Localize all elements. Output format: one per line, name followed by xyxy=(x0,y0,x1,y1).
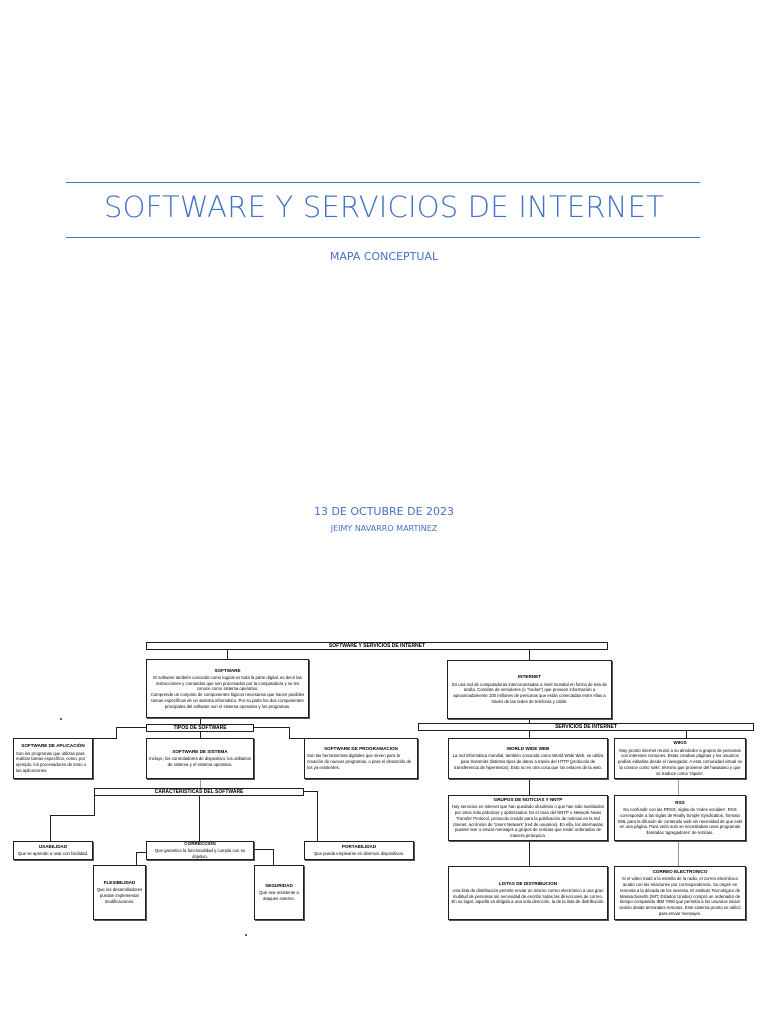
connector-line xyxy=(273,849,275,865)
connector-line xyxy=(136,852,146,854)
node-title: USABILIDAD xyxy=(38,844,68,849)
stray-mark xyxy=(245,934,247,936)
tipos-label: TIPOS DE SOFTWARE xyxy=(173,725,227,731)
connector-line xyxy=(50,815,95,817)
node-title: SOFTWARE DE PROGRAMACION xyxy=(324,746,398,752)
connector-line xyxy=(200,779,202,788)
node-title: GRUPOS DE NOTICIAS Y NNTP xyxy=(493,797,563,803)
connector-line xyxy=(529,841,531,866)
node-text: Si el video mató a la estrella de la rad… xyxy=(619,876,741,917)
internet-title: INTERNET xyxy=(518,674,541,680)
document-subtitle: MAPA CONCEPTUAL xyxy=(329,250,439,263)
node-title: WIKIS xyxy=(673,740,687,746)
node-title: CORRECCION xyxy=(184,841,216,847)
connector-line xyxy=(529,779,531,795)
document-date: 13 DE OCTUBRE DE 2023 xyxy=(313,505,455,518)
internet-text: Es una red de computadoras interconectad… xyxy=(452,681,607,704)
connector-line xyxy=(254,727,289,729)
grupos-noticias-node: GRUPOS DE NOTICIAS Y NNTP Hay servicios … xyxy=(448,795,608,841)
servicios-label: SERVICIOS DE INTERNET xyxy=(555,724,617,730)
node-text: La red informática mundial, también cono… xyxy=(452,753,604,770)
node-title: WORLD WIDE WEB xyxy=(506,746,550,752)
node-title: LISTAS DE DISTRIBUCION xyxy=(498,880,558,886)
caracteristicas-label: CARACTERÍSTICAS DEL SOFTWARE xyxy=(154,789,244,795)
connector-line xyxy=(678,779,680,795)
wikis-node: WIKIS Muy pronto internet reunió a su al… xyxy=(614,738,746,779)
node-text: Que sea resistente a ataques externo. xyxy=(259,890,299,902)
node-text: Que garantice la funcionalidad y cumpla … xyxy=(154,848,246,860)
node-text: Que se aprende a usar con facilidad. xyxy=(17,851,89,857)
rss-node: RSS No confundir con las RRSS, siglas de… xyxy=(614,795,746,841)
flexibilidad-node: FLEXIBILIDAD Que los desarrolladores pue… xyxy=(93,865,146,920)
node-title: RSS xyxy=(675,799,685,805)
connector-line xyxy=(116,727,118,738)
listas-distribucion-node: LISTAS DE DISTRIBUCION Una lista de dist… xyxy=(448,866,608,920)
node-text: Una lista de distribución permite enviar… xyxy=(451,887,605,905)
title-bottom-rule xyxy=(66,237,700,238)
software-text: El software también conocido como logica… xyxy=(150,674,305,709)
connector-line xyxy=(199,795,201,841)
software-node: SOFTWARE El software también conocido co… xyxy=(146,659,309,718)
node-title: SOFTWARE DE SISTEMA xyxy=(172,749,228,755)
seguridad-node: SEGURIDAD Que sea resistente a ataques e… xyxy=(254,865,304,920)
usabilidad-node: USABILIDAD Que se aprende a usar con fac… xyxy=(13,841,93,860)
caracteristicas-node: CARACTERÍSTICAS DEL SOFTWARE xyxy=(94,788,304,796)
connector-line xyxy=(317,791,319,841)
document-title: SOFTWARE Y SERVICIOS DE INTERNET xyxy=(103,190,665,224)
portabilidad-node: PORTABILIDAD Que pueda emplearse en dive… xyxy=(304,841,414,860)
software-aplicacion-node: SOFTWARE DE APLICACIÓN Son los programas… xyxy=(13,738,93,779)
node-text: Son las herramientas digitales que sirve… xyxy=(307,753,412,770)
root-node-label: SOFTWARE Y SERVICIOS DE INTERNET xyxy=(328,643,426,649)
world-wide-web-node: WORLD WIDE WEB La red informática mundia… xyxy=(448,738,608,779)
software-title: SOFTWARE xyxy=(214,667,241,673)
software-programacion-node: SOFTWARE DE PROGRAMACION Son las herrami… xyxy=(304,738,418,779)
root-node: SOFTWARE Y SERVICIOS DE INTERNET xyxy=(146,642,608,650)
connector-line xyxy=(686,731,688,738)
connector-line xyxy=(88,738,117,740)
node-title: SEGURIDAD xyxy=(265,883,293,889)
node-text: No confundir con las RRSS, siglas de 're… xyxy=(617,807,743,836)
connector-line xyxy=(136,852,138,865)
title-top-rule xyxy=(66,182,700,183)
connector-line xyxy=(116,727,146,729)
connector-line xyxy=(200,731,202,738)
connector-line xyxy=(254,849,274,851)
connector-line xyxy=(304,791,317,793)
node-text: Incluye, los controladores de dispositiv… xyxy=(149,756,251,768)
connector-line xyxy=(529,731,531,738)
connector-line xyxy=(50,815,52,841)
connector-line xyxy=(529,719,531,723)
node-text: Hay servicios en internet que han quedad… xyxy=(451,804,605,839)
connector-line xyxy=(289,738,304,740)
connector-line xyxy=(289,727,291,738)
correccion-node: CORRECCION Que garantice la funcionalida… xyxy=(146,841,254,860)
connector-line xyxy=(678,841,680,866)
node-title: SOFTWARE DE APLICACIÓN xyxy=(21,743,85,749)
software-sistema-node: SOFTWARE DE SISTEMA Incluye, los control… xyxy=(146,738,254,779)
document-author: JEIMY NAVARRO MARTINEZ xyxy=(330,524,438,533)
connector-line xyxy=(94,795,96,815)
correo-electronico-node: CORREO ELECTRONICO Si el video mató a la… xyxy=(614,866,746,920)
connector-line xyxy=(227,649,229,659)
connector-line xyxy=(200,718,202,724)
internet-node: INTERNET Es una red de computadoras inte… xyxy=(447,660,612,719)
node-title: FLEXIBILIDAD xyxy=(103,880,136,886)
node-text: Que los desarrolladores puedan implement… xyxy=(96,887,143,904)
node-title: PORTABILIDAD xyxy=(341,844,377,849)
node-text: Son los programas que utilizas para real… xyxy=(16,750,87,773)
node-text: Que pueda emplearse en diversos disposit… xyxy=(313,851,405,857)
tipos-de-software-node: TIPOS DE SOFTWARE xyxy=(146,724,254,732)
stray-mark xyxy=(60,718,62,720)
node-text: Muy pronto internet reunió a su alrededo… xyxy=(618,747,742,776)
node-title: CORREO ELECTRONICO xyxy=(652,869,708,875)
servicios-de-internet-node: SERVICIOS DE INTERNET xyxy=(418,723,754,731)
connector-line xyxy=(529,649,531,660)
